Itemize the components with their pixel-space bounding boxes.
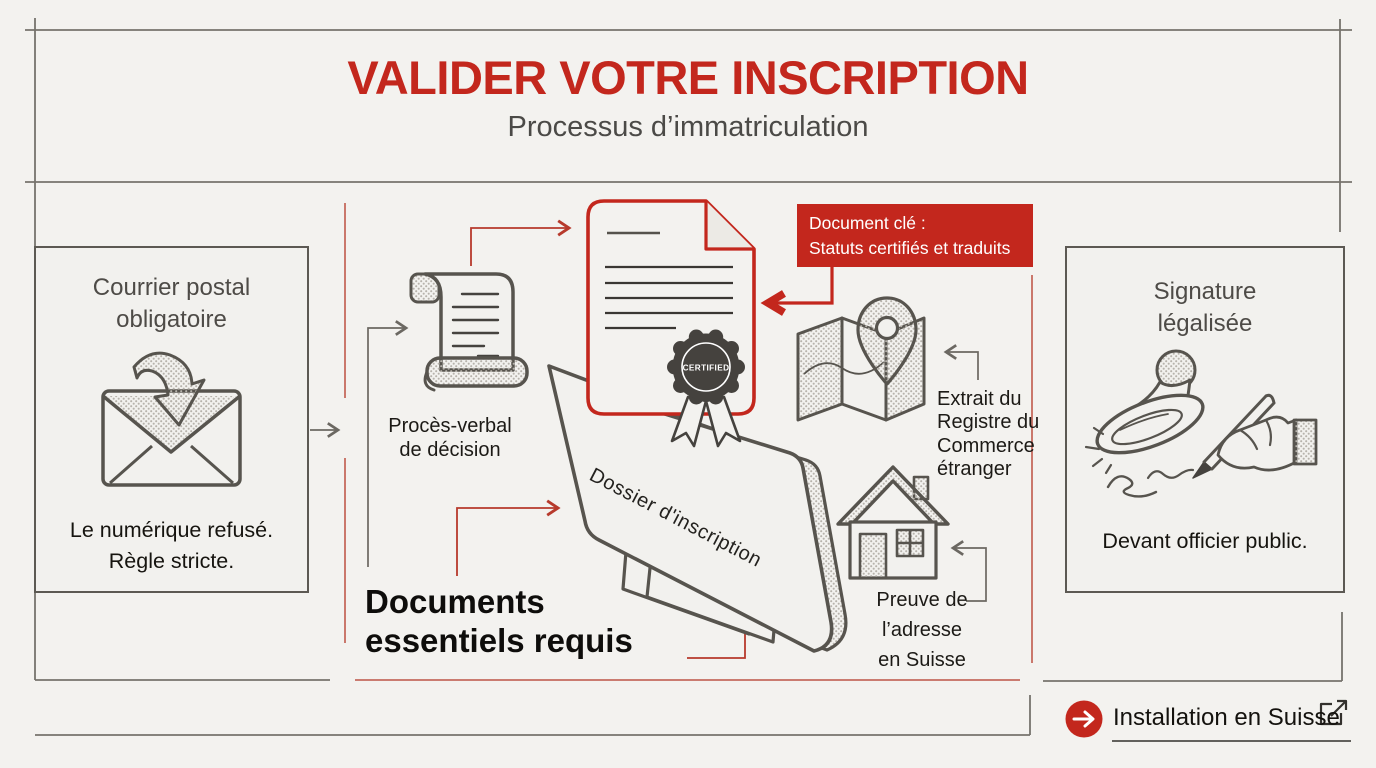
red-guide-lines xyxy=(344,203,1033,681)
page-title: VALIDER VOTRE INSCRIPTION xyxy=(347,51,1029,104)
page-subtitle: Processus d’immatriculation xyxy=(507,111,869,143)
postal-box-note: Le numérique refusé. Règle stricte. xyxy=(69,518,274,573)
preuve-label: Preuve de l’adresse en Suisse xyxy=(876,589,968,671)
certified-badge-label: CERTIFIED xyxy=(683,364,730,373)
documents-heading: Documents essentiels requis xyxy=(365,583,633,659)
callout-arrow xyxy=(768,258,834,303)
extrait-label: Extrait du Registre du Commerce étranger xyxy=(937,388,1040,481)
cta-link-label[interactable]: Installation en Suisse xyxy=(1113,704,1340,731)
scroll-icon xyxy=(409,272,529,392)
statuts-callout: Document clé : Statuts certifiés et trad… xyxy=(797,204,1033,267)
map-pin-icon xyxy=(796,296,926,422)
postal-box-title: Courrier postal obligatoire xyxy=(92,274,251,333)
certified-document-icon: CERTIFIED xyxy=(586,199,756,448)
arrow-right-icon[interactable] xyxy=(1065,700,1103,738)
envelope-arrow-icon xyxy=(101,351,242,487)
signature-box-title: Signature légalisée xyxy=(1153,278,1257,337)
house-icon xyxy=(836,465,950,580)
cta-graphics[interactable] xyxy=(1065,699,1352,742)
folder-icon xyxy=(547,364,834,653)
gray-connectors xyxy=(310,320,987,602)
proces-verbal-label: Procès-verbal de décision xyxy=(388,415,512,462)
certified-badge: CERTIFIED xyxy=(667,329,745,405)
signature-box-note: Devant officier public. xyxy=(1102,529,1308,553)
external-link-icon[interactable] xyxy=(1319,699,1348,726)
stamp-signature-icon xyxy=(1084,349,1318,498)
